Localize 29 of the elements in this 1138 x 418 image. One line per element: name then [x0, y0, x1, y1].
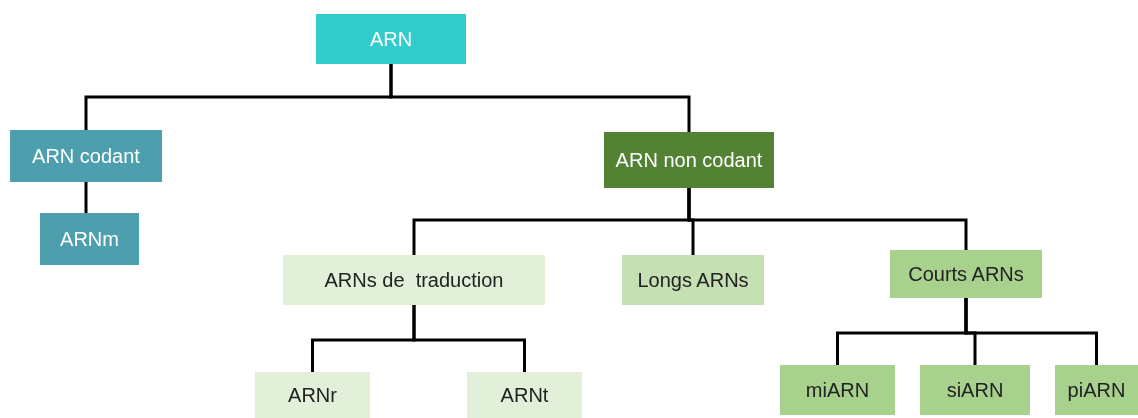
category-box — [316, 14, 466, 64]
category-box — [10, 130, 162, 182]
node-label: ARNm — [60, 227, 119, 251]
node-label: Longs ARNs — [637, 268, 749, 292]
category-box — [467, 372, 582, 418]
node-label: miARN — [805, 378, 870, 402]
category-box — [255, 372, 370, 418]
node-label: ARNs de traduction — [324, 268, 504, 292]
category-box — [604, 132, 774, 188]
category-box — [283, 255, 545, 305]
node-label: ARNt — [500, 383, 549, 407]
node-label: piARN — [1067, 378, 1126, 402]
node-label: ARN codant — [32, 144, 140, 168]
connector-line — [964, 298, 1098, 365]
category-box — [40, 213, 139, 265]
category-box — [1055, 365, 1138, 415]
node-label: siARN — [946, 378, 1004, 402]
category-box — [780, 365, 895, 415]
category-box — [622, 255, 764, 305]
node-label: ARN non codant — [615, 148, 763, 172]
category-box — [890, 250, 1042, 298]
connector-line — [412, 305, 526, 372]
node-label: ARN — [369, 27, 413, 51]
connector-line — [389, 64, 691, 132]
connector-line — [84, 182, 88, 213]
node-label: ARNr — [288, 383, 337, 407]
connector-line — [687, 188, 968, 250]
node-label: Courts ARNs — [908, 262, 1024, 286]
category-box — [920, 365, 1030, 415]
